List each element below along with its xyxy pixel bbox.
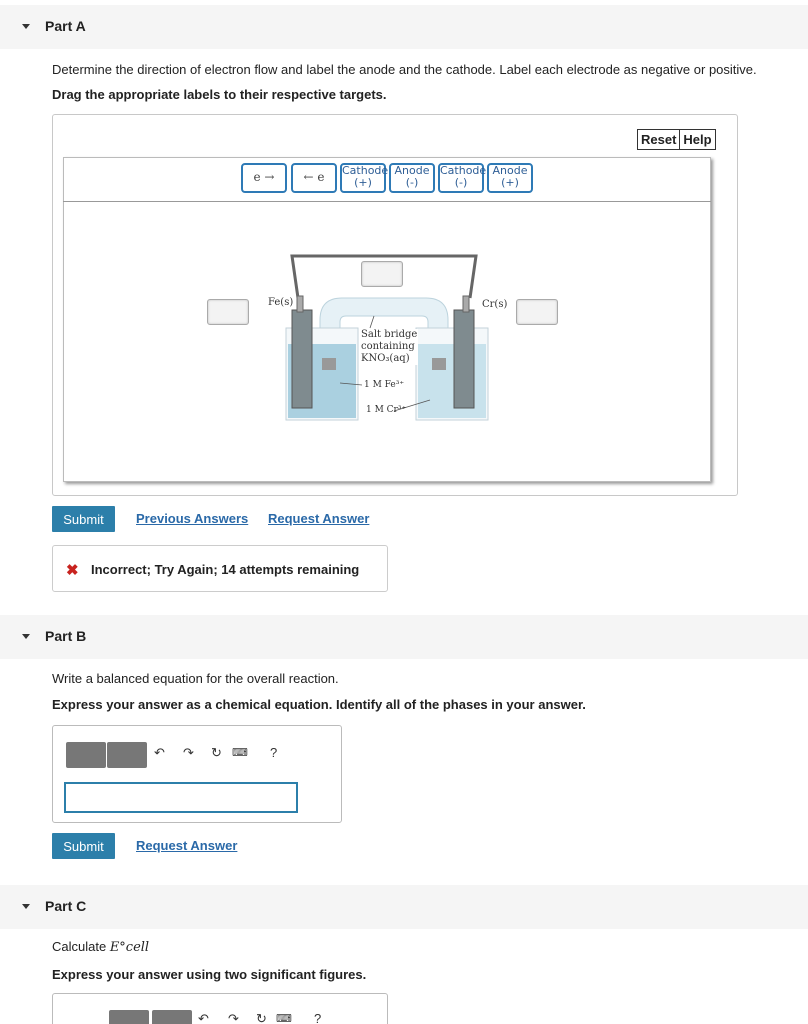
part-a-header[interactable]: Part A [0, 5, 808, 49]
cr-electrode [453, 309, 475, 409]
part-c-instruction: Calculate E°cell [52, 939, 150, 955]
cr-solution-label: 1 M Cr³⁺ [366, 405, 407, 415]
feedback-message: Incorrect; Try Again; 14 attempts remain… [91, 562, 360, 577]
e-cell-symbol: E°cell [109, 940, 150, 955]
tile-anode-positive[interactable]: Anode(+) [487, 163, 533, 193]
tile-cathode-positive[interactable]: Cathode(+) [340, 163, 388, 193]
caret-down-icon [22, 634, 30, 639]
label-bank-divider [63, 201, 711, 202]
salt-bridge-plug-right [432, 358, 446, 370]
part-b-equation-input[interactable] [64, 782, 298, 813]
template-palette-icon[interactable] [109, 1010, 149, 1024]
right-solution [418, 344, 486, 418]
part-b-title: Part B [45, 628, 87, 644]
drop-target-right-electrode[interactable] [516, 299, 558, 325]
part-b-submit-button[interactable]: Submit [52, 833, 115, 859]
part-b-header[interactable]: Part B [0, 615, 808, 659]
symbol-palette-icon[interactable] [107, 742, 147, 768]
template-palette-icon[interactable] [66, 742, 106, 768]
salt-bridge-label: Salt bridge containing KNO₃(aq) [360, 329, 419, 365]
caret-down-icon [22, 904, 30, 909]
salt-bridge-plug-left [322, 358, 336, 370]
part-b-directive: Express your answer as a chemical equati… [52, 697, 586, 712]
part-c-title: Part C [45, 898, 87, 914]
symbol-palette-icon[interactable] [152, 1010, 192, 1024]
part-a-title: Part A [45, 18, 86, 34]
cr-electrode-label: Cr(s) [482, 299, 508, 310]
reset-help-group: Reset Help [637, 129, 716, 150]
previous-answers-link[interactable]: Previous Answers [136, 511, 249, 526]
help-icon[interactable]: ? [270, 745, 278, 760]
keyboard-icon[interactable]: ⌨ [276, 1013, 292, 1024]
redo-icon[interactable]: ↷ [183, 745, 194, 760]
reset-button[interactable]: Reset [641, 132, 677, 147]
part-a-directive: Drag the appropriate labels to their res… [52, 87, 387, 102]
drop-target-left-electrode[interactable] [207, 299, 249, 325]
part-c-header[interactable]: Part C [0, 885, 808, 929]
part-a-instruction: Determine the direction of electron flow… [52, 62, 757, 77]
fe-electrode-label: Fe(s) [268, 297, 294, 308]
part-c-answer-box [52, 993, 388, 1024]
error-x-icon: ✖ [66, 562, 79, 579]
part-b-instruction: Write a balanced equation for the overal… [52, 671, 339, 686]
galvanic-cell-diagram [285, 254, 489, 421]
fe-electrode [291, 309, 313, 409]
redo-icon[interactable]: ↷ [228, 1011, 239, 1024]
feedback-box: ✖ Incorrect; Try Again; 14 attempts rema… [52, 545, 388, 592]
part-b-request-answer-link[interactable]: Request Answer [136, 838, 238, 853]
part-c-directive: Express your answer using two significan… [52, 967, 367, 982]
undo-icon[interactable]: ↶ [154, 745, 165, 760]
tile-anode-negative[interactable]: Anode(-) [389, 163, 435, 193]
fe-solution-label: 1 M Fe³⁺ [364, 380, 405, 390]
caret-down-icon [22, 24, 30, 29]
reset-icon[interactable]: ↻ [256, 1011, 267, 1024]
external-wire [290, 254, 478, 299]
tile-cathode-negative[interactable]: Cathode(-) [438, 163, 486, 193]
tile-electron-right[interactable]: e → [241, 163, 287, 193]
reset-icon[interactable]: ↻ [211, 745, 222, 760]
part-a-request-answer-link[interactable]: Request Answer [268, 511, 370, 526]
keyboard-icon[interactable]: ⌨ [232, 747, 248, 759]
undo-icon[interactable]: ↶ [198, 1011, 209, 1024]
tile-electron-left[interactable]: ← e [291, 163, 337, 193]
part-a-submit-button[interactable]: Submit [52, 506, 115, 532]
drop-target-electron-flow[interactable] [361, 261, 403, 287]
drag-drop-canvas [63, 157, 711, 482]
help-button[interactable]: Help [679, 130, 714, 149]
help-icon[interactable]: ? [314, 1011, 322, 1024]
